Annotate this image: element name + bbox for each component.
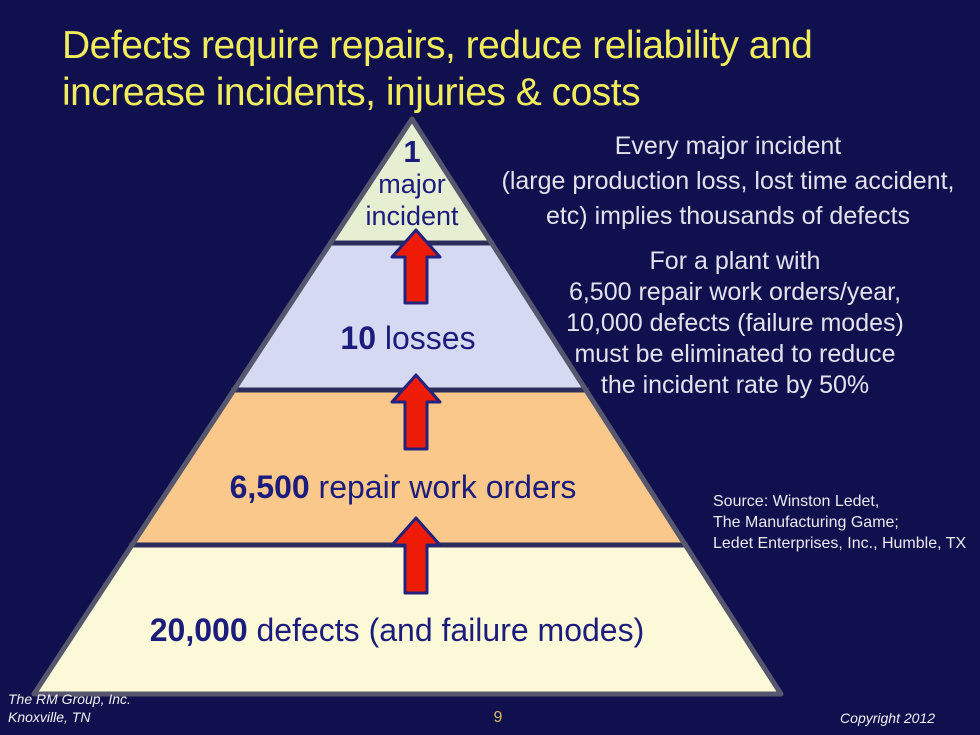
- tier3-label: 6,500 repair work orders: [153, 469, 653, 506]
- incident-note-line1: Every major incident: [614, 132, 842, 160]
- incident-note: Every major incident (large production l…: [492, 129, 964, 234]
- up-arrow-bottom: [390, 516, 442, 595]
- tier2-label: 10 losses: [208, 320, 608, 357]
- pyramid-tier-losses: [234, 243, 586, 390]
- tier1-label-line2: incident: [365, 201, 459, 231]
- slide-title: Defects require repairs, reduce reliabil…: [62, 22, 962, 116]
- up-arrow-top: [390, 228, 442, 305]
- plant-note-line4: must be eliminated to reduce: [574, 340, 896, 368]
- slide-title-line1: Defects require repairs, reduce reliabil…: [62, 24, 813, 67]
- copyright-notice: Copyright 2012: [840, 710, 935, 726]
- source-note-line1: Source: Winston Ledet,: [713, 493, 880, 510]
- source-note-line2: The Manufacturing Game;: [713, 514, 899, 531]
- company-location: Knoxville, TN: [8, 709, 91, 725]
- incident-note-line3: etc) implies thousands of defects: [545, 202, 911, 230]
- company-footer: The RM Group, Inc. Knoxville, TN: [8, 690, 131, 726]
- pyramid-tier-defects: [34, 545, 781, 694]
- tier4-value: 20,000: [149, 612, 248, 648]
- pyramid-tier-repair-work-orders: [132, 390, 685, 545]
- tier2-text: losses: [384, 320, 476, 356]
- pyramid-tier-major-incident: [331, 120, 491, 243]
- plant-note-line2: 6,500 repair work orders/year,: [568, 278, 902, 306]
- plant-note-line5: the incident rate by 50%: [600, 371, 870, 399]
- plant-note: For a plant with 6,500 repair work order…: [535, 246, 935, 401]
- plant-note-line1: For a plant with: [649, 247, 821, 275]
- tier4-text: defects (and failure modes): [256, 612, 645, 648]
- pyramid-outline: [31, 116, 784, 697]
- source-note-line3: Ledet Enterprises, Inc., Humble, TX: [713, 535, 967, 552]
- plant-note-line3: 10,000 defects (failure modes): [566, 309, 904, 337]
- tier3-text: repair work orders: [318, 469, 577, 505]
- tier1-label-line1: major: [378, 169, 446, 199]
- incident-note-line2: (large production loss, lost time accide…: [501, 167, 955, 195]
- tier2-value: 10: [340, 320, 376, 356]
- source-note: Source: Winston Ledet, The Manufacturing…: [713, 491, 966, 554]
- up-arrow-middle: [390, 373, 442, 451]
- page-number: 9: [493, 709, 503, 726]
- tier3-value: 6,500: [229, 469, 310, 505]
- company-name: The RM Group, Inc.: [8, 691, 131, 707]
- tier4-label: 20,000 defects (and failure modes): [97, 612, 697, 649]
- slide-title-line2: increase incidents, injuries & costs: [62, 71, 641, 114]
- tier1-value: 1: [403, 134, 421, 169]
